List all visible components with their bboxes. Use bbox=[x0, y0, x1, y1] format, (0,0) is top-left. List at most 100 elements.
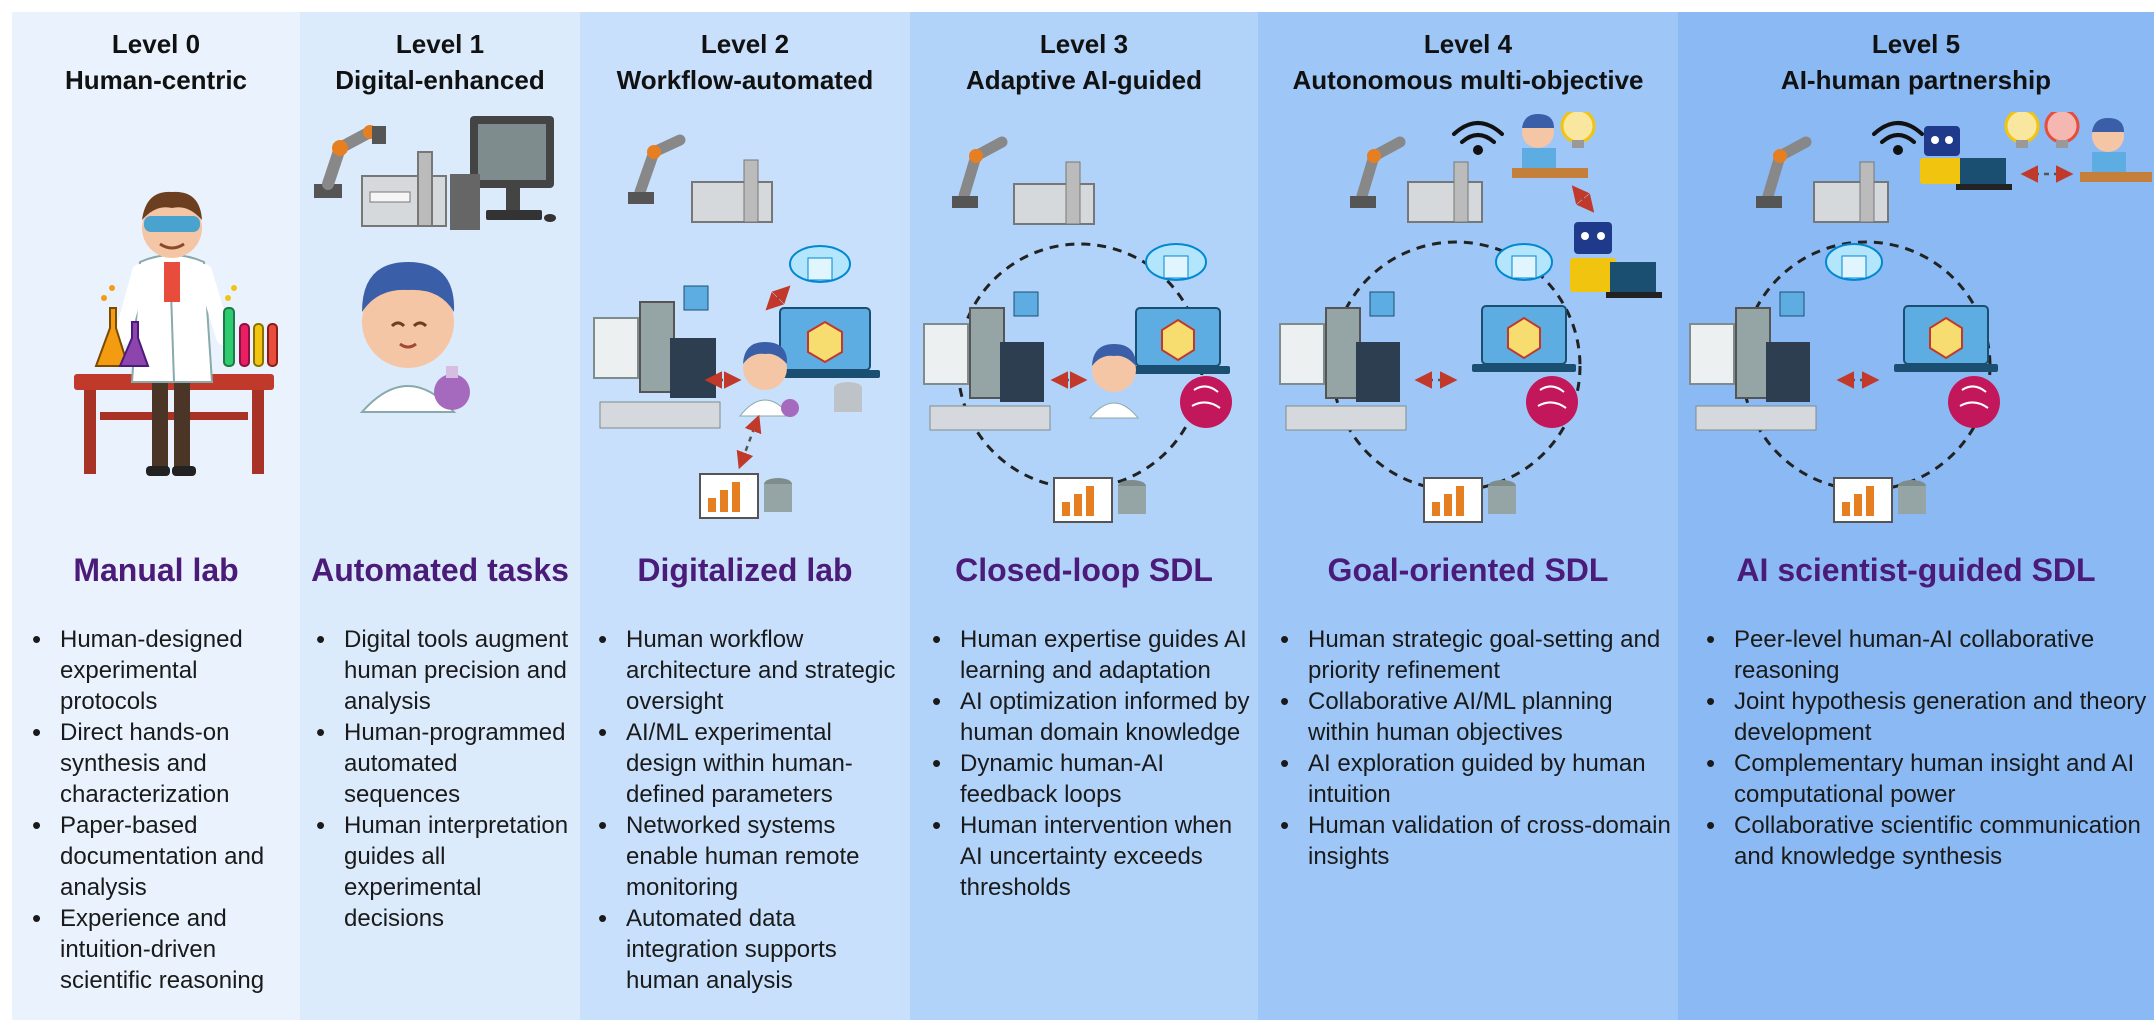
automated-tasks-illustration bbox=[314, 116, 556, 413]
bullet-item: Human interpretation guides all experime… bbox=[314, 810, 578, 934]
lightbulb-idea-icon bbox=[2044, 112, 2080, 148]
level-3-column: Level 3 Adaptive AI-guided bbox=[910, 12, 1258, 1020]
level-name: Workflow-automated bbox=[616, 65, 874, 95]
level-label: Level 2 bbox=[700, 29, 790, 59]
bullet-item: Digital tools augment human precision an… bbox=[314, 624, 578, 717]
bullet-item: Complementary human insight and AI compu… bbox=[1704, 748, 2148, 810]
level-bullets: Human-designed experimental protocols Di… bbox=[30, 624, 298, 996]
level-title: Goal-oriented SDL bbox=[1327, 552, 1609, 588]
bullet-item: Human workflow architecture and strategi… bbox=[596, 624, 906, 717]
robot-arm-icon bbox=[314, 125, 386, 198]
closed-loop-illustration bbox=[923, 136, 1232, 523]
robot-arm-icon bbox=[952, 136, 1095, 225]
bullet-item: Automated data integration supports huma… bbox=[596, 903, 906, 996]
level-0-column: Level 0 Human-centric bbox=[12, 12, 300, 1020]
data-analysis-icon bbox=[1423, 477, 1516, 523]
level-label: Level 1 bbox=[395, 29, 485, 59]
bullet-item: Human expertise guides AI learning and a… bbox=[930, 624, 1256, 686]
lightbulb-icon bbox=[1560, 112, 1596, 148]
level-name: Digital-enhanced bbox=[335, 65, 545, 95]
level-bullets: Peer-level human-AI collaborative reason… bbox=[1704, 624, 2148, 872]
level-0-header: Level 0 Human-centric bbox=[12, 26, 300, 98]
bullet-item: Paper-based documentation and analysis bbox=[30, 810, 298, 903]
level-4-header: Level 4 Autonomous multi-objective bbox=[1258, 26, 1678, 98]
level-label: Level 0 bbox=[111, 29, 201, 59]
level-bullets: Digital tools augment human precision an… bbox=[314, 624, 578, 934]
level-title: Digitalized lab bbox=[637, 552, 853, 588]
level-bullets: Human workflow architecture and strategi… bbox=[596, 624, 906, 996]
ai-laptop-icon bbox=[1472, 305, 1576, 372]
bullet-item: AI optimization informed by human domain… bbox=[930, 686, 1256, 748]
wifi-icon bbox=[1452, 121, 1504, 155]
robot-arm-icon bbox=[1756, 136, 1889, 223]
bullet-item: Human-programmed automated sequences bbox=[314, 717, 578, 810]
connection-arrows bbox=[704, 285, 791, 470]
sdl-levels-diagram: Level 0 Human-centric bbox=[12, 12, 2154, 1020]
robot-arm-icon bbox=[628, 134, 773, 223]
bullet-item: Dynamic human-AI feedback loops bbox=[930, 748, 1256, 810]
level-4-column: Level 4 Autonomous multi-objective bbox=[1258, 12, 1678, 1020]
scientist-avatar-icon bbox=[359, 262, 470, 413]
connection-arrow bbox=[1571, 185, 1595, 213]
digitalized-lab-illustration bbox=[593, 134, 880, 519]
level-2-column: Level 2 Workflow-automated bbox=[580, 12, 910, 1020]
bullet-item: Collaborative AI/ML planning within huma… bbox=[1278, 686, 1674, 748]
level-name: AI-human partnership bbox=[1780, 65, 2052, 95]
desktop-computer-icon bbox=[450, 116, 556, 230]
data-analysis-icon bbox=[1053, 477, 1146, 523]
cloud-database-icon bbox=[1495, 243, 1553, 281]
robot-arm-icon bbox=[1350, 136, 1483, 223]
bullet-item: Peer-level human-AI collaborative reason… bbox=[1704, 624, 2148, 686]
level-1-header: Level 1 Digital-enhanced bbox=[300, 26, 580, 98]
level-5-column: Level 5 AI-human partnership bbox=[1678, 12, 2154, 1020]
level-label: Level 3 bbox=[1039, 29, 1129, 59]
brain-icon bbox=[1526, 376, 1578, 428]
level-1-column: Level 1 Digital-enhanced bbox=[300, 12, 580, 1020]
bullet-item: Joint hypothesis generation and theory d… bbox=[1704, 686, 2148, 748]
ai-laptop-icon bbox=[770, 307, 880, 412]
bullet-item: AI exploration guided by human intuition bbox=[1278, 748, 1674, 810]
lab-instruments-icon bbox=[923, 291, 1051, 431]
lab-instruments-icon bbox=[1689, 291, 1817, 431]
level-2-header: Level 2 Workflow-automated bbox=[580, 26, 910, 98]
bullet-item: Human-designed experimental protocols bbox=[30, 624, 298, 717]
scientist-at-laptop-icon bbox=[2080, 118, 2152, 182]
brain-icon bbox=[1180, 376, 1232, 428]
level-bullets: Human strategic goal-setting and priorit… bbox=[1278, 624, 1674, 872]
scientist-at-bench-icon bbox=[74, 191, 278, 476]
cloud-database-icon bbox=[1145, 243, 1207, 281]
level-3-header: Level 3 Adaptive AI-guided bbox=[910, 26, 1258, 98]
bullet-item: Collaborative scientific communication a… bbox=[1704, 810, 2148, 872]
lab-instruments-icon bbox=[593, 285, 721, 429]
lightbulb-icon bbox=[2004, 112, 2040, 148]
scientist-avatar-icon bbox=[738, 342, 799, 417]
bullet-item: Experience and intuition-driven scientif… bbox=[30, 903, 298, 996]
wifi-icon bbox=[1872, 121, 1924, 155]
lab-instruments-icon bbox=[1279, 291, 1407, 431]
level-title: Automated tasks bbox=[311, 552, 569, 588]
bullet-item: Direct hands-on synthesis and characteri… bbox=[30, 717, 298, 810]
goal-oriented-illustration bbox=[1279, 112, 1662, 523]
level-5-header: Level 5 AI-human partnership bbox=[1678, 26, 2154, 98]
bullet-item: Human strategic goal-setting and priorit… bbox=[1278, 624, 1674, 686]
robot-icon bbox=[1570, 222, 1662, 298]
ai-laptop-icon bbox=[1126, 307, 1230, 374]
bullet-item: Human intervention when AI uncertainty e… bbox=[930, 810, 1256, 903]
level-name: Autonomous multi-objective bbox=[1292, 65, 1644, 95]
bullet-item: AI/ML experimental design within human-d… bbox=[596, 717, 906, 810]
robot-icon bbox=[1920, 126, 2012, 190]
level-name: Adaptive AI-guided bbox=[966, 65, 1202, 95]
brain-icon bbox=[1948, 376, 2000, 428]
level-title: AI scientist-guided SDL bbox=[1736, 552, 2096, 588]
level-title: Closed-loop SDL bbox=[955, 552, 1213, 588]
bullet-item: Networked systems enable human remote mo… bbox=[596, 810, 906, 903]
level-label: Level 5 bbox=[1871, 29, 1961, 59]
bullet-item: Human validation of cross-domain insight… bbox=[1278, 810, 1674, 872]
cloud-database-icon bbox=[1825, 243, 1883, 281]
data-analysis-icon bbox=[699, 473, 792, 519]
level-title: Manual lab bbox=[73, 552, 239, 588]
scientist-avatar-icon bbox=[1088, 344, 1140, 419]
ai-scientist-illustration bbox=[1689, 112, 2152, 523]
data-analysis-icon bbox=[1833, 477, 1926, 523]
ai-laptop-icon bbox=[1894, 305, 1998, 372]
